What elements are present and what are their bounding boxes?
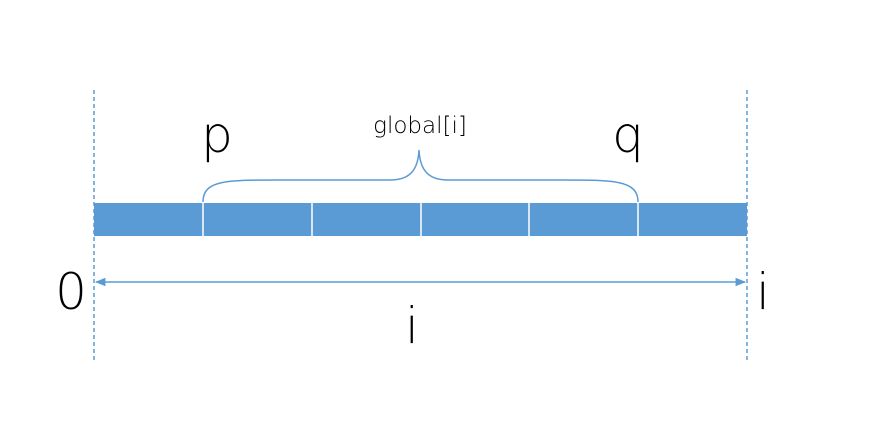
brace-label: global[i] bbox=[373, 113, 467, 139]
start-index-label: 0 bbox=[55, 263, 87, 321]
left-marker-label: p bbox=[201, 106, 233, 164]
curly-brace bbox=[202, 149, 639, 203]
end-index-label: i bbox=[756, 263, 770, 321]
right-marker-label: q bbox=[612, 106, 644, 164]
span-length-label: i bbox=[405, 297, 419, 355]
cell-dividers bbox=[202, 203, 639, 236]
